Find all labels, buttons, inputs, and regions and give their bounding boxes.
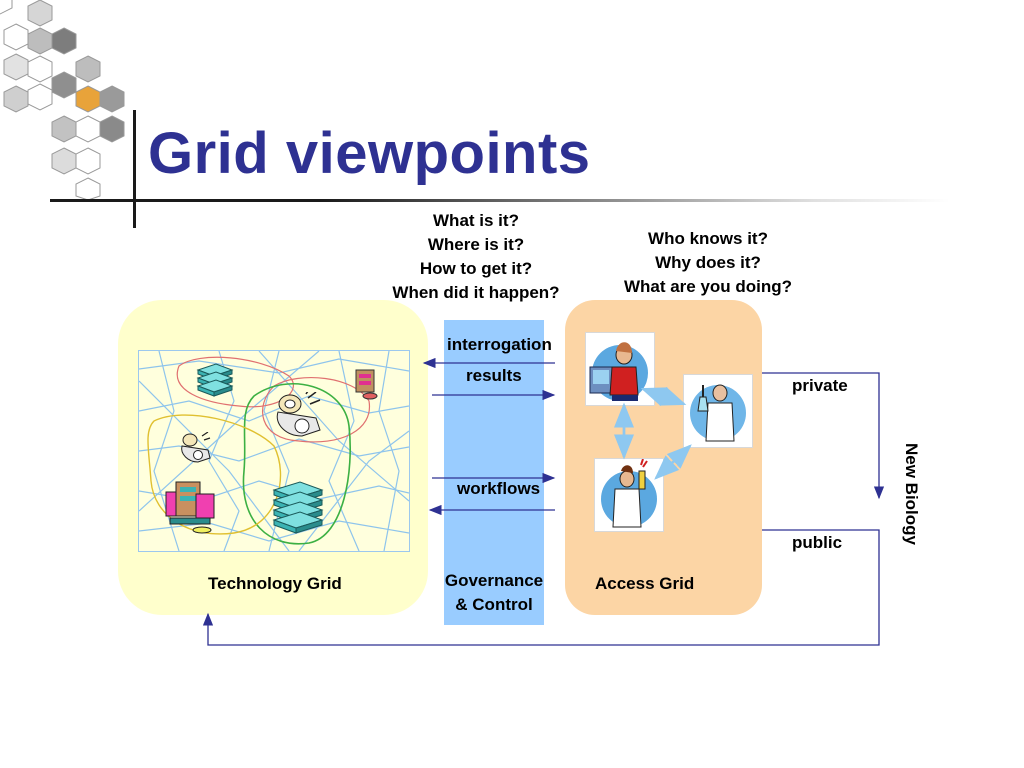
question-who: Who knows it? bbox=[648, 229, 768, 248]
governance-line2: & Control bbox=[455, 595, 533, 614]
question-why: Why does it? bbox=[655, 253, 761, 272]
hexagon-pattern-logo bbox=[0, 0, 125, 200]
new-biology-label: New Biology bbox=[902, 443, 921, 546]
server-stack-icon bbox=[196, 363, 234, 397]
results-label: results bbox=[466, 366, 522, 385]
computer-tower-icon bbox=[355, 369, 378, 400]
title-vertical-rule bbox=[133, 110, 136, 228]
question-what: What is it? bbox=[433, 211, 519, 230]
public-connector bbox=[202, 529, 880, 646]
private-label: private bbox=[792, 376, 848, 395]
title-horizontal-rule bbox=[50, 199, 950, 202]
scientist-with-test-tube-frame bbox=[594, 458, 664, 532]
governance-control-bar bbox=[444, 320, 544, 625]
access-grid-label: Access Grid bbox=[595, 574, 695, 593]
question-where: Where is it? bbox=[427, 235, 525, 254]
computer-tower-icon bbox=[165, 481, 215, 534]
page-title: Grid viewpoints bbox=[148, 121, 591, 186]
question-doing: What are you doing? bbox=[623, 277, 793, 296]
scientist-with-flask-icon bbox=[690, 384, 746, 442]
workflows-label: workflows bbox=[457, 479, 541, 498]
public-label: public bbox=[792, 533, 843, 552]
telephone-icon bbox=[276, 392, 321, 437]
access-questions: Who knows it? Why does it? What are you … bbox=[598, 227, 818, 299]
tech-questions: What is it? Where is it? How to get it? … bbox=[366, 209, 586, 305]
technology-grid-label: Technology Grid bbox=[208, 574, 342, 593]
question-when: When did it happen? bbox=[392, 283, 560, 302]
private-connector bbox=[762, 372, 885, 500]
governance-label: Governance & Control bbox=[430, 569, 558, 617]
telephone-icon bbox=[181, 432, 211, 463]
scientist-with-flask-icon bbox=[601, 458, 657, 528]
server-stack-icon bbox=[272, 481, 324, 534]
governance-line1: Governance bbox=[444, 571, 544, 590]
scientist-with-flask-frame bbox=[683, 374, 753, 448]
question-how: How to get it? bbox=[419, 259, 533, 278]
interrogation-label: interrogation bbox=[447, 335, 552, 354]
scientist-at-computer-icon bbox=[589, 342, 648, 401]
